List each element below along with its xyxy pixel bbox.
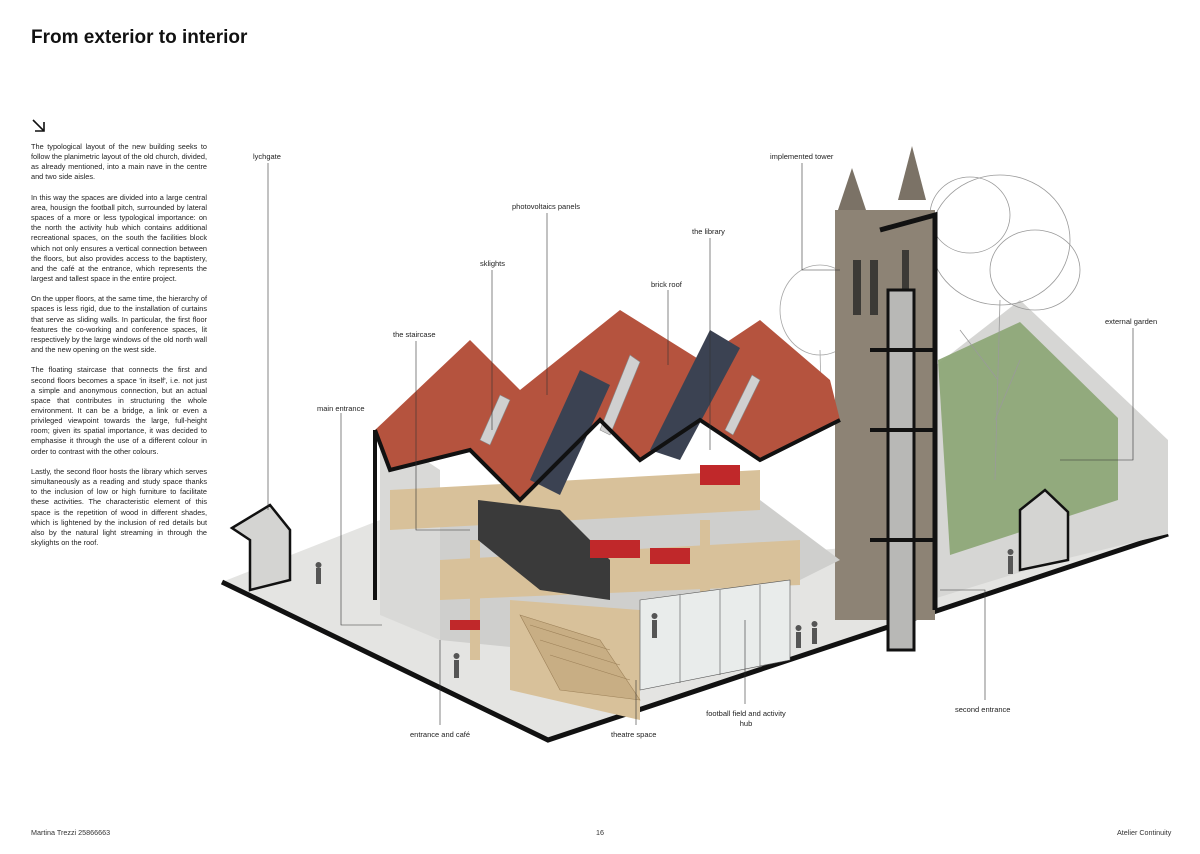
page-title: From exterior to interior: [31, 27, 248, 48]
label-entrance-cafe: entrance and café: [410, 730, 471, 739]
leader-lines: [267, 163, 1134, 725]
label-theatre-space: theatre space: [611, 730, 657, 739]
slab-outline: [220, 531, 1169, 743]
lychgate: [229, 503, 292, 592]
staircase: [519, 614, 641, 701]
red-furniture: [450, 465, 740, 630]
tower-spire-right: [898, 146, 926, 200]
people-silhouettes: [315, 549, 1014, 678]
gate-right: [1018, 488, 1070, 572]
photovoltaic-panels: [530, 330, 740, 495]
paragraph: On the upper floors, at the same time, t…: [31, 294, 207, 355]
label-brick-roof: brick roof: [651, 280, 682, 289]
skylights: [479, 354, 761, 446]
paragraph: The floating staircase that connects the…: [31, 365, 207, 456]
paragraph: The typological layout of the new buildi…: [31, 142, 207, 182]
footer-author: Martina Trezzi 25866663: [31, 828, 111, 837]
label-the-staircase: the staircase: [393, 330, 436, 339]
external-garden: [938, 322, 1118, 555]
label-lychgate: lychgate: [253, 152, 281, 161]
west-wall: [380, 430, 440, 640]
footer-page-number: 16: [596, 828, 604, 837]
roof-section-line: [373, 417, 841, 503]
tower-windows: [853, 250, 909, 315]
tower-body: [835, 210, 935, 620]
footer-studio: Atelier Continuity: [1117, 828, 1172, 837]
paragraph: Lastly, the second floor hosts the libra…: [31, 466, 207, 548]
tower-spire-left: [838, 168, 866, 210]
label-skylights: sklights: [480, 259, 506, 268]
body-text: The typological layout of the new buildi…: [31, 142, 207, 558]
label-the-library: the library: [692, 227, 725, 236]
floating-staircase-dark: [478, 500, 610, 600]
label-photovoltaics-panels: photovoltaics panels: [512, 202, 580, 211]
brick-roof: [375, 310, 840, 500]
label-second-entrance: second entrance: [955, 705, 1011, 714]
glass-facade: [639, 579, 791, 691]
paragraph: In this way the spaces are divided into …: [31, 192, 207, 284]
label-football-field: football field and activity hub: [706, 709, 786, 728]
label-implemented-tower: implemented tower: [770, 152, 834, 161]
arrow-down-right-icon: [32, 119, 45, 132]
label-main-entrance: main entrance: [317, 404, 365, 413]
tower-section-line: [879, 211, 938, 610]
label-external-garden: external garden: [1105, 317, 1158, 326]
lift-shaft: [886, 288, 916, 652]
